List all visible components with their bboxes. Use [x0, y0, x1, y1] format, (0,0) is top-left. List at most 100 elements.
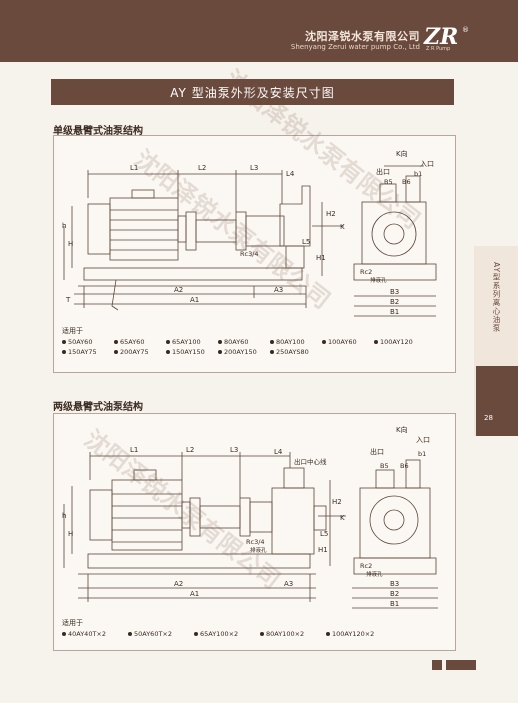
dim-A3: A3 — [274, 286, 283, 294]
dim-A3: A3 — [284, 580, 293, 588]
dim-b1: b1 — [418, 450, 426, 458]
list-item: 80AY100 — [270, 338, 322, 346]
dim-B1: B1 — [390, 308, 399, 316]
footer-marks — [432, 660, 484, 670]
page-number-box: 28 — [476, 366, 518, 436]
dim-A2: A2 — [174, 286, 183, 294]
dim-B5: B5 — [380, 462, 389, 470]
two-stage-labels: L1 L2 L3 L4 L5 出口中心线 h H H2 H1 A1 A2 A3 … — [62, 425, 430, 608]
section1-title: 单级悬臂式油泵结构 — [53, 126, 143, 137]
dim-L3: L3 — [250, 164, 258, 172]
company-name-en: Shenyang Zerui water pump Co., Ltd — [290, 43, 420, 51]
outlet-label: 出口 — [370, 447, 384, 456]
side-casing — [369, 495, 419, 545]
dim-B6: B6 — [402, 178, 411, 186]
list-item: 40AY40T×2 — [62, 630, 128, 638]
list-item: 150AY150 — [166, 348, 218, 356]
list-item: 200AY150 — [218, 348, 270, 356]
base-plate — [87, 553, 311, 569]
drain-label: 排液孔 — [366, 570, 383, 578]
dim-b1: b1 — [414, 170, 422, 178]
section1-panel: L1 L2 L3 L4 L5 h H H2 H1 T A1 A2 A3 K Rc… — [53, 135, 456, 373]
company-logo: ZR — [424, 24, 459, 50]
dim-A1: A1 — [190, 296, 199, 304]
dim-h: h — [62, 222, 66, 230]
section2-models: 适用于 40AY40T×2 50AY60T×2 65AY100×2 80AY10… — [62, 618, 392, 640]
pump-casing — [279, 185, 311, 247]
dim-L2: L2 — [198, 164, 206, 172]
list-item: 100AY120×2 — [326, 630, 392, 638]
dim-L5: L5 — [302, 238, 310, 246]
section1-models: 适用于 50AY60 65AY60 65AY100 80AY60 80AY100… — [62, 326, 455, 358]
dim-L5: L5 — [320, 530, 328, 538]
list-item: 80AY100×2 — [260, 630, 326, 638]
dim-T: T — [65, 296, 71, 304]
logo-subtitle: Z R Pump — [426, 46, 451, 52]
list-item: 65AY100 — [166, 338, 218, 346]
dim-L4: L4 — [286, 170, 295, 178]
dim-L3: L3 — [230, 446, 238, 454]
dim-B2: B2 — [390, 590, 399, 598]
dim-B1: B1 — [390, 600, 399, 608]
dim-H: H — [68, 240, 73, 248]
list-item: 200AY75 — [114, 348, 166, 356]
dim-B3: B3 — [390, 580, 399, 588]
page-title: AY 型油泵外形及安装尺寸图 — [51, 79, 454, 105]
dim-B5: B5 — [384, 178, 393, 186]
dim-h: h — [62, 512, 66, 520]
dim-L2: L2 — [186, 446, 194, 454]
view-K-arrow: K — [340, 514, 345, 522]
inlet-label: 入口 — [416, 436, 430, 444]
dim-H2: H2 — [332, 498, 342, 506]
list-item: 250AYS80 — [270, 348, 322, 356]
models-list: 40AY40T×2 50AY60T×2 65AY100×2 80AY100×2 … — [62, 630, 392, 640]
dim-B2: B2 — [390, 298, 399, 306]
dim-A1: A1 — [190, 590, 199, 598]
single-stage-labels: L1 L2 L3 L4 L5 h H H2 H1 T A1 A2 A3 K Rc… — [62, 149, 434, 316]
list-item: 100AY60 — [322, 338, 374, 346]
dim-H: H — [68, 530, 73, 538]
section2-title: 两级悬臂式油泵结构 — [53, 402, 143, 413]
page-number: 28 — [484, 414, 493, 422]
k-view-label: K向 — [396, 425, 408, 434]
rc2-label: Rc2 — [360, 562, 372, 570]
side-casing — [371, 211, 417, 257]
footer-block — [432, 660, 442, 670]
section2-panel: L1 L2 L3 L4 L5 出口中心线 h H H2 H1 A1 A2 A3 … — [53, 413, 456, 651]
dim-L1: L1 — [130, 446, 138, 454]
outlet-centerline-label: 出口中心线 — [294, 457, 327, 466]
list-item: 100AY120 — [374, 338, 426, 346]
outlet-label: 出口 — [376, 167, 390, 176]
page-header: 沈阳泽锐水泵有限公司 Shenyang Zerui water pump Co.… — [0, 0, 518, 62]
dim-H2: H2 — [326, 210, 336, 218]
list-item: 150AY75 — [62, 348, 114, 356]
models-list: 50AY60 65AY60 65AY100 80AY60 80AY100 100… — [62, 338, 455, 358]
dim-B3: B3 — [390, 288, 399, 296]
inlet-label: 入口 — [420, 160, 434, 168]
view-K-arrow: K — [340, 223, 345, 231]
dim-B6: B6 — [400, 462, 409, 470]
side-tab-text: AY型系列离心油泵 — [492, 262, 501, 333]
models-label: 适用于 — [62, 327, 83, 335]
list-item: 50AY60 — [62, 338, 114, 346]
two-stage-pump-drawing — [63, 452, 438, 609]
rc2-label: Rc2 — [360, 268, 372, 276]
list-item: 80AY60 — [218, 338, 270, 346]
dim-L1: L1 — [130, 164, 138, 172]
list-item: 50AY60T×2 — [128, 630, 194, 638]
k-view-label: K向 — [396, 149, 408, 158]
single-stage-pump-drawing — [63, 165, 437, 317]
dim-L4: L4 — [274, 448, 283, 456]
list-item: 65AY60 — [114, 338, 166, 346]
footer-block — [446, 660, 476, 670]
rc34-label: Rc3/4 — [240, 250, 259, 258]
company-name-cn: 沈阳泽锐水泵有限公司 — [305, 30, 420, 43]
registered-mark: ® — [462, 26, 469, 34]
dim-H1: H1 — [318, 546, 328, 554]
rc34-label: Rc3/4 — [246, 538, 265, 546]
base-plate — [83, 267, 303, 281]
dim-H1: H1 — [316, 254, 326, 262]
list-item: 65AY100×2 — [194, 630, 260, 638]
models-label: 适用于 — [62, 619, 83, 627]
drain34-label: 排液孔 — [250, 546, 267, 554]
